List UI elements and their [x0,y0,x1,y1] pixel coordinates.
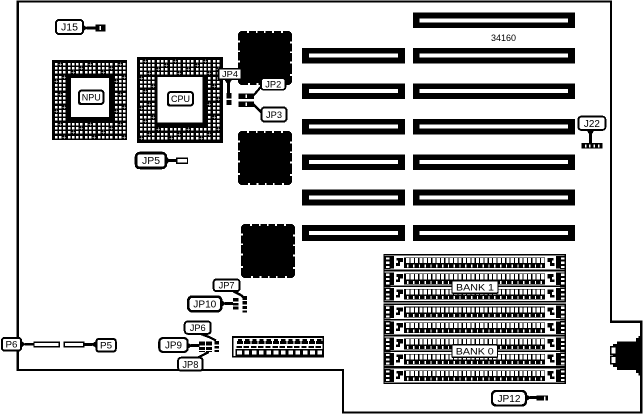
svg-text:BANK 0: BANK 0 [456,347,494,358]
svg-text:JP2: JP2 [265,79,281,90]
svg-text:JP4: JP4 [222,69,238,79]
svg-text:P5: P5 [100,341,112,352]
svg-text:CPU: CPU [171,94,190,105]
svg-text:BANK 1: BANK 1 [456,282,494,293]
svg-text:JP5: JP5 [142,156,160,167]
svg-text:JP9: JP9 [165,341,182,352]
svg-text:34160: 34160 [491,33,516,43]
svg-text:JP6: JP6 [190,323,206,334]
svg-text:P6: P6 [6,340,18,351]
svg-text:JP7: JP7 [219,281,235,292]
svg-text:JP10: JP10 [193,300,216,311]
svg-text:JP3: JP3 [266,110,282,121]
svg-text:J22: J22 [584,119,600,130]
svg-text:J15: J15 [61,23,78,34]
svg-text:JP12: JP12 [498,393,521,405]
svg-text:JP8: JP8 [182,360,198,371]
svg-text:NPU: NPU [82,93,101,104]
